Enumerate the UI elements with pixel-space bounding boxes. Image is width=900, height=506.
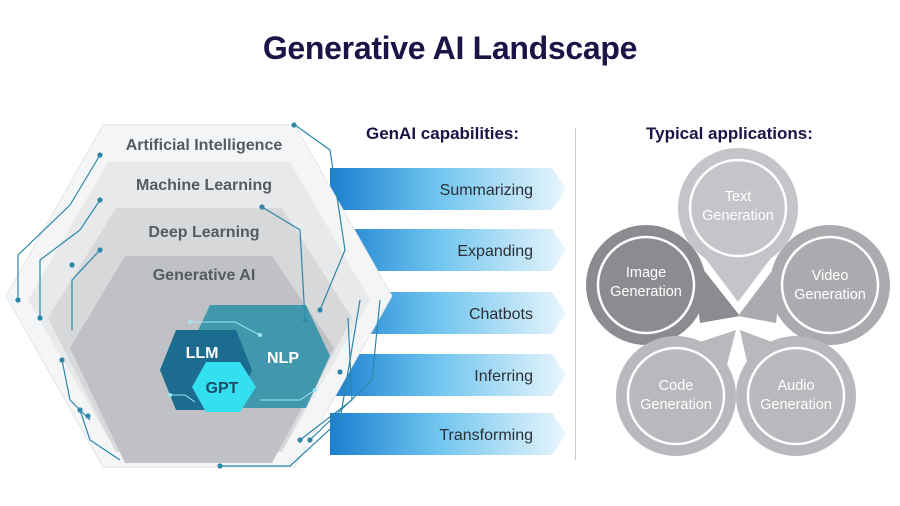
nlp-label: NLP (267, 350, 299, 367)
layer-label-generative-ai: Generative AI (153, 267, 256, 284)
app-code-line2: Generation (640, 397, 712, 413)
capability-inferring: Inferring (474, 368, 533, 385)
circuit-lines (17, 124, 381, 467)
capability-summarizing: Summarizing (440, 182, 533, 199)
section-divider (575, 128, 576, 460)
capability-arrow-inferring (330, 354, 566, 396)
llm-label: LLM (186, 345, 219, 362)
capability-arrow-transforming (330, 413, 566, 455)
app-audio-line2: Generation (760, 397, 832, 413)
capability-transforming: Transforming (439, 427, 533, 444)
petal-image-generation: Image Generation (586, 225, 740, 345)
capability-chatbots: Chatbots (469, 306, 533, 323)
capabilities-heading: GenAI capabilities: (366, 124, 520, 143)
app-image-line2: Generation (610, 284, 682, 300)
capability-arrow-expanding (330, 229, 566, 271)
app-text-line2: Generation (702, 208, 774, 224)
petal-code-generation: Code Generation (616, 330, 736, 456)
circuit-dots (15, 122, 343, 469)
gpt-hexagon (192, 362, 256, 412)
app-text-line1: Text (725, 189, 752, 205)
capability-arrow-chatbots (330, 292, 566, 334)
petal-text-generation: Text Generation (678, 148, 798, 302)
layer-label-deep-learning: Deep Learning (148, 224, 259, 241)
layer-label-machine-learning: Machine Learning (136, 177, 272, 194)
core-hexagons (160, 305, 330, 412)
petal-audio-generation: Audio Generation (736, 330, 856, 456)
core-circuit-lines (170, 321, 316, 403)
capability-arrow-summarizing (330, 168, 566, 210)
core-circuit-dots (168, 320, 317, 397)
gpt-label: GPT (206, 380, 239, 397)
capability-expanding: Expanding (457, 243, 533, 260)
layer-label-artificial-intelligence: Artificial Intelligence (126, 137, 283, 154)
app-video-line2: Generation (794, 287, 866, 303)
app-audio-line1: Audio (777, 378, 814, 394)
petal-video-generation: Video Generation (738, 225, 890, 345)
app-image-line1: Image (626, 265, 666, 281)
page-title: Generative AI Landscape (262, 30, 638, 66)
app-code-line1: Code (659, 378, 694, 394)
applications-heading: Typical applications: (646, 124, 813, 143)
applications-flower: Text Generation Image Generation Video G… (586, 148, 890, 456)
app-video-line1: Video (812, 268, 849, 284)
capability-arrows (330, 168, 566, 455)
